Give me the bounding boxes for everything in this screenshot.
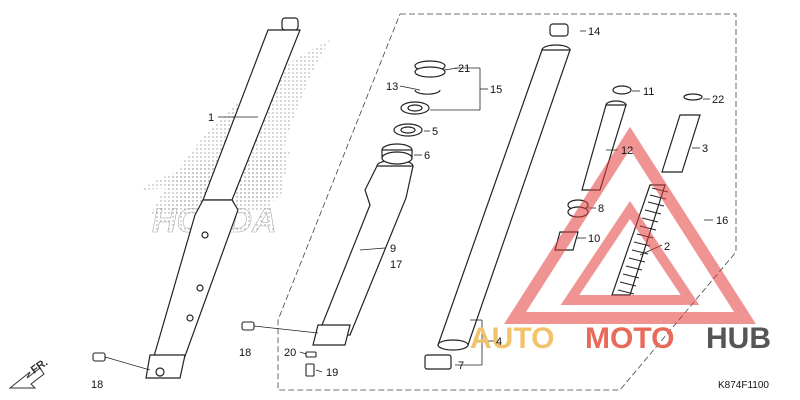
leader-lines [104, 30, 713, 373]
figure-code: K874F1100 [718, 380, 769, 391]
callout-18-lower: 18 [91, 379, 103, 391]
callout-13: 13 [386, 81, 398, 93]
watermark-triangle [504, 126, 756, 324]
callout-16: 16 [716, 215, 728, 227]
assembly-boundary [277, 13, 737, 391]
callout-22: 22 [712, 94, 724, 106]
fork-slider [312, 159, 414, 346]
callout-15: 15 [490, 84, 502, 96]
watermark-hub: HUB [706, 322, 771, 355]
callout-12: 12 [621, 145, 633, 157]
front-direction-arrow: FR. [8, 356, 50, 389]
direction-label: FR. [29, 356, 50, 376]
callout-20: 20 [284, 347, 296, 359]
callout-6: 6 [424, 150, 430, 162]
watermark-moto: MOTO [585, 322, 674, 355]
callout-10: 10 [588, 233, 600, 245]
damper-parts [554, 85, 703, 296]
callout-4: 4 [496, 336, 502, 348]
callout-21: 21 [458, 63, 470, 75]
callout-1: 1 [208, 112, 214, 124]
watermark-auto: AUTO [470, 322, 554, 355]
callout-5: 5 [432, 126, 438, 138]
callout-9: 9 [390, 243, 396, 255]
callout-14: 14 [588, 26, 600, 38]
callout-2: 2 [664, 241, 670, 253]
callout-19: 19 [326, 367, 338, 379]
callout-8: 8 [598, 203, 604, 215]
watermark-logo: AUTO MOTO HUB [470, 322, 771, 355]
inner-tube [424, 23, 571, 370]
callout-18-upper: 18 [239, 347, 251, 359]
callout-7: 7 [458, 360, 464, 372]
callout-17: 17 [390, 259, 402, 271]
seal-stack [381, 60, 446, 165]
callouts: 1 2 3 4 5 6 7 8 9 10 11 12 13 14 15 16 1… [91, 26, 728, 391]
small-bolts [92, 321, 317, 377]
callout-3: 3 [702, 143, 708, 155]
callout-11: 11 [643, 86, 654, 98]
left-fork-leg [145, 17, 301, 379]
